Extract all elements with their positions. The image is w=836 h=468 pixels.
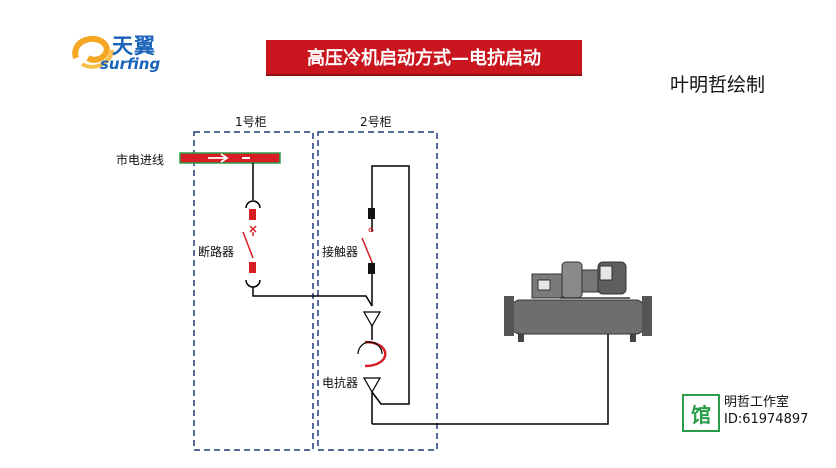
watermark-badge: 馆 (682, 394, 720, 432)
contactor-top-terminal (368, 208, 375, 219)
surfing-logo: 天翼 surfing (68, 28, 178, 78)
wire-to-chiller (372, 300, 609, 425)
chiller-unit (504, 261, 652, 342)
breaker-blade-open (242, 231, 254, 259)
reactor-lower-plug (362, 377, 382, 394)
breaker-top-terminal (249, 209, 256, 220)
incoming-line-label: 市电进线 (116, 153, 165, 167)
breaker-label: 断路器 (198, 245, 235, 259)
reactor-label: 电抗器 (322, 376, 359, 390)
author-credit: 叶明哲绘制 (670, 74, 766, 96)
watermark-text: 明哲工作室 ID:61974897 (724, 394, 808, 428)
logo-text-cn: 天翼 (112, 34, 156, 58)
contactor-bottom-terminal (368, 263, 375, 274)
busbar-arrow-icon (208, 153, 229, 163)
incoming-busbar (179, 152, 281, 164)
breaker-bottom-terminal (249, 262, 256, 273)
wire-contactor-loop (371, 165, 410, 405)
reactor-lower-jaw (357, 341, 383, 355)
logo-swirl-icon (72, 35, 114, 69)
watermark-studio: 明哲工作室 (724, 395, 790, 410)
wire-breaker-to-cabinet2 (252, 287, 373, 307)
page-title: 高压冷机启动方式—电抗启动 (266, 40, 582, 76)
reactor-upper-plug (362, 311, 382, 328)
breaker-top-contact (245, 200, 261, 209)
cabinet-1-label: 1号柜 (235, 115, 267, 129)
watermark-id: ID:61974897 (724, 412, 809, 427)
contactor-gap (364, 232, 378, 262)
breaker-x-mark (249, 225, 257, 233)
contactor-label: 接触器 (322, 245, 359, 259)
contactor-blade-open (361, 237, 373, 263)
logo-text-en: surfing (100, 55, 161, 73)
cabinet-1-panel (193, 131, 314, 451)
breaker-bottom-contact (245, 279, 261, 288)
cabinet-2-label: 2号柜 (360, 115, 392, 129)
cabinet-2-panel (317, 131, 438, 451)
